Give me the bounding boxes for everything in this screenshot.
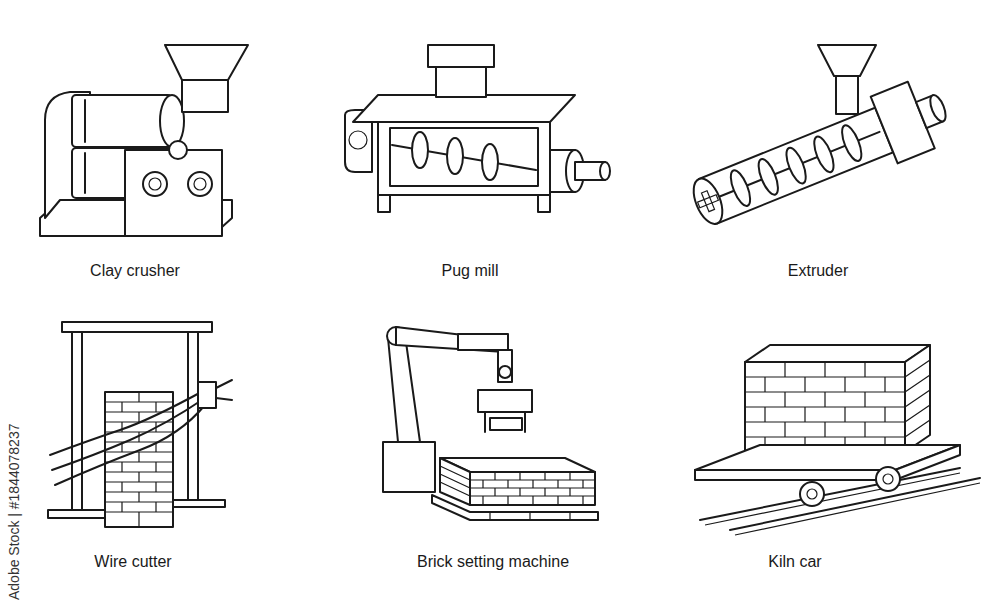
brick-setting-machine-part — [490, 418, 522, 430]
clay-crusher-part — [182, 80, 228, 112]
extruder-part-part — [727, 168, 754, 208]
extruder-part-part — [810, 134, 837, 174]
pug-mill — [345, 45, 610, 212]
clay-crusher-part — [125, 150, 222, 236]
brick-setting-machine-part — [498, 350, 512, 382]
clay-crusher-part — [165, 45, 248, 80]
pug-mill-part — [447, 138, 463, 174]
brick-setting-machine-part — [485, 412, 525, 432]
pug-mill-part — [538, 195, 550, 212]
pug-mill-part — [600, 162, 610, 180]
wire-cutter-part — [55, 405, 205, 485]
kiln-car-part — [745, 345, 930, 362]
clay-crusher-part — [143, 172, 167, 196]
kiln-car-part — [800, 482, 824, 506]
brick-setting-machine-part — [383, 442, 435, 492]
extruder — [683, 45, 957, 239]
wire-cutter-part — [48, 510, 110, 518]
brick-setting-machine-part — [440, 466, 595, 496]
pug-mill-part — [378, 195, 390, 212]
wire-cutter-part — [50, 390, 205, 455]
wire-cutter-part — [72, 332, 82, 510]
wire-cutter-part — [216, 380, 232, 388]
extruder-part-part — [927, 93, 949, 123]
extruder-part-part — [755, 157, 782, 197]
kiln-car-part — [895, 445, 960, 480]
clay-crusher-part — [84, 100, 86, 193]
extruder-part-part — [782, 145, 809, 185]
kiln-car-part — [745, 360, 930, 437]
clay-crusher-part — [149, 178, 161, 190]
kiln-car-part — [695, 470, 895, 480]
brick-stack-part — [122, 392, 156, 527]
extruder-part — [836, 76, 858, 114]
pug-mill-part — [378, 122, 550, 195]
clay-crusher-part — [160, 95, 184, 147]
wire-cutter-part — [62, 322, 212, 332]
pug-mill-part — [390, 128, 538, 186]
kiln-car-part — [765, 362, 885, 452]
clay-crusher — [40, 45, 248, 236]
machine-caption: Clay crusher — [90, 262, 180, 280]
machine-caption: Wire cutter — [94, 553, 171, 571]
kiln-car — [695, 345, 980, 535]
clay-crusher-part — [169, 141, 187, 159]
clay-crusher-part — [72, 95, 172, 147]
brick-setting-machine-part — [499, 366, 511, 378]
kiln-car-part — [876, 467, 900, 491]
extruder-part-part — [838, 123, 865, 163]
pug-mill-part — [428, 45, 494, 67]
kiln-car-part — [883, 474, 893, 484]
kiln-car-part — [807, 489, 817, 499]
wire-cutter-part — [52, 398, 205, 470]
brick-setting-machine-part — [388, 335, 420, 442]
brick-setting-machine-part — [478, 390, 532, 412]
brick-setting-machine-part — [458, 334, 508, 350]
pug-mill-part — [436, 67, 486, 97]
extruder-part — [818, 45, 876, 76]
clay-crusher-part — [188, 172, 212, 196]
machine-caption: Brick setting machine — [417, 553, 569, 571]
clay-crusher-part — [194, 178, 206, 190]
kiln-car-part — [705, 473, 980, 535]
machine-caption: Extruder — [788, 262, 848, 280]
wire-cutter-part — [198, 382, 216, 408]
brick-setting-machine — [383, 327, 598, 520]
machine-caption: Kiln car — [768, 553, 821, 571]
pug-mill-part — [349, 131, 367, 149]
extruder-part-part — [699, 108, 893, 224]
wire-cutter-part — [170, 500, 225, 507]
extruder-part-part — [688, 174, 728, 227]
brick-setting-machine-part — [432, 495, 598, 520]
wire-cutter — [48, 322, 232, 527]
machine-caption: Pug mill — [442, 262, 499, 280]
brick-setting-machine-part — [490, 512, 570, 520]
wire-cutter-part — [216, 398, 232, 400]
extruder-part-part — [695, 188, 721, 214]
pug-mill-part — [482, 144, 498, 180]
brick-setting-machine-part — [483, 472, 583, 505]
extruder-part — [683, 73, 957, 239]
pug-mill-part — [353, 95, 575, 122]
pug-mill-part — [412, 132, 428, 168]
watermark-text: Adobe Stock | #1844078237 — [6, 424, 22, 600]
